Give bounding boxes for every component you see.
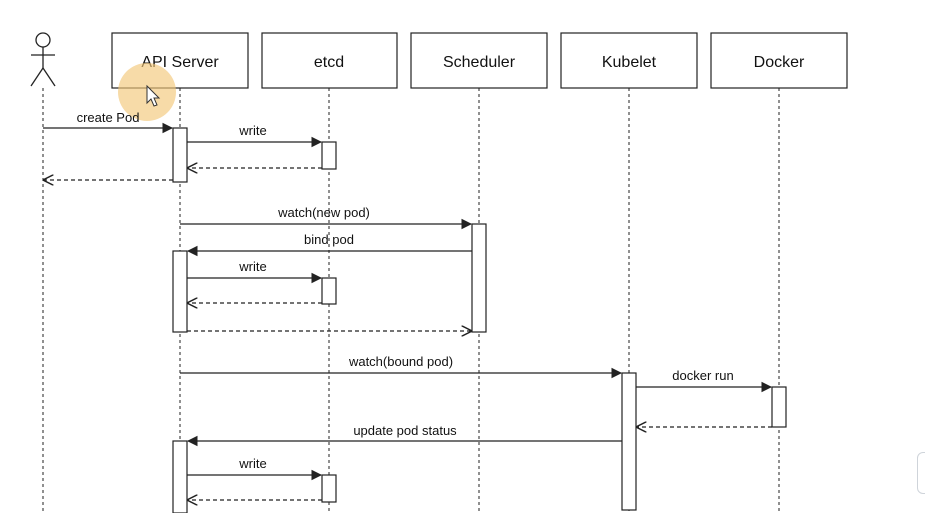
message-label: write: [238, 456, 266, 471]
message-write-3: write: [187, 456, 323, 481]
message-watch-bound-pod: watch(bound pod): [180, 354, 623, 379]
participant-docker: Docker: [710, 32, 848, 89]
participant-label: Docker: [754, 54, 805, 71]
activation-etcd-2: [321, 277, 337, 305]
activation-api-1: [172, 127, 188, 183]
participant-kubelet: Kubelet: [560, 32, 698, 89]
message-docker-run: docker run: [636, 368, 773, 393]
cursor-pointer-icon: [146, 84, 161, 107]
message-watch-new-pod: watch(new pod): [180, 205, 473, 230]
message-update-pod-status: update pod status: [186, 423, 622, 447]
message-label: write: [238, 123, 266, 138]
message-label: update pod status: [353, 423, 457, 438]
participant-label: Scheduler: [443, 54, 516, 71]
participant-label: Kubelet: [602, 54, 657, 71]
participant-label: etcd: [314, 54, 344, 71]
participant-etcd: etcd: [261, 32, 398, 89]
activation-docker-1: [771, 386, 787, 428]
message-label: docker run: [672, 368, 733, 383]
activation-scheduler-1: [471, 223, 487, 333]
message-label: watch(bound pod): [348, 354, 453, 369]
message-label: write: [238, 259, 266, 274]
activation-etcd-1: [321, 141, 337, 170]
message-write-2: write: [187, 259, 323, 284]
actor-user-icon: [30, 32, 56, 87]
message-label: watch(new pod): [277, 205, 370, 220]
message-label: create Pod: [77, 110, 140, 125]
activation-etcd-3: [321, 474, 337, 503]
activation-api-3: [172, 440, 188, 513]
participant-scheduler: Scheduler: [410, 32, 548, 89]
edge-scroll-handle[interactable]: [917, 452, 925, 494]
message-label: bind pod: [304, 232, 354, 247]
message-bind-pod: bind pod: [186, 232, 472, 257]
message-write-1: write: [187, 123, 323, 148]
activation-kubelet-1: [621, 372, 637, 511]
activation-api-2: [172, 250, 188, 333]
message-create-pod: create Pod: [43, 110, 174, 134]
